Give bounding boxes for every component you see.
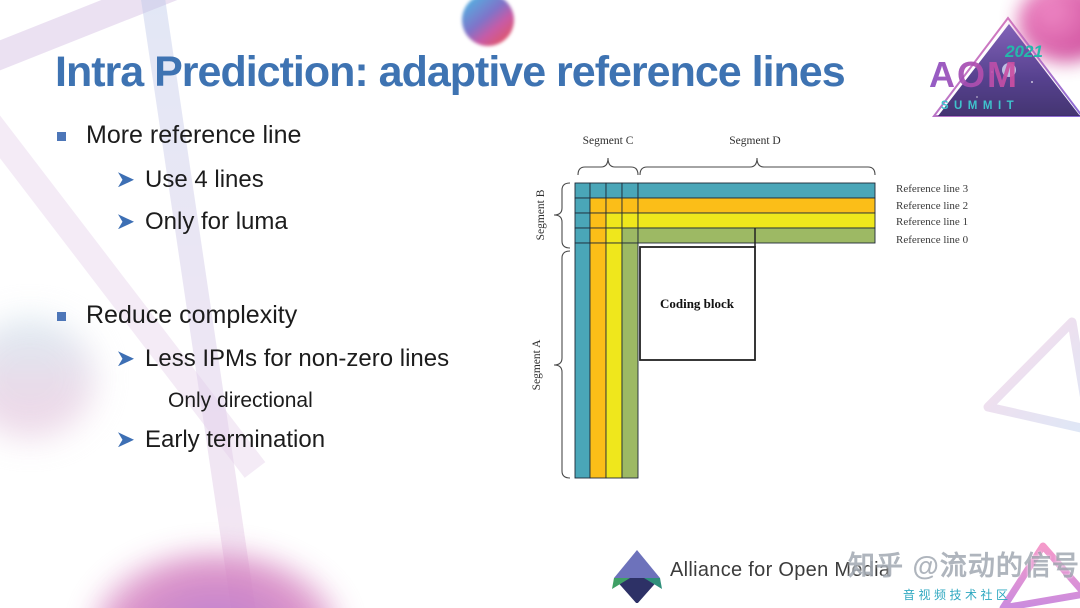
corner-grid [574, 182, 639, 244]
reference-line-0-row [637, 227, 876, 244]
bullet-use-4-lines: Use 4 lines [118, 166, 264, 194]
aomedia-label: Alliance for Open Media [670, 559, 891, 581]
arrow-bullet-icon [118, 432, 134, 448]
bullet-only-for-luma: Only for luma [118, 208, 288, 236]
watermark-tagline: 音视频技术社区 [903, 588, 1012, 602]
segment-d-label: Segment D [729, 135, 780, 147]
reference-line-3-label: Reference line 3 [896, 183, 969, 195]
slide-title: Intra Prediction: adaptive reference lin… [55, 48, 846, 96]
coding-block-label: Coding block [660, 296, 735, 311]
aomedia-logo [610, 547, 664, 603]
summit-letters: AOM [929, 54, 1019, 95]
bullet-early-termination: Early termination [118, 426, 325, 454]
bullet-only-directional: Only directional [168, 389, 313, 412]
arrow-bullet-icon [118, 172, 134, 188]
arrow-bullet-icon [118, 351, 134, 367]
reference-line-2-label: Reference line 2 [896, 200, 968, 212]
decor-blob-left [0, 318, 95, 438]
reference-line-1-label: Reference line 1 [896, 216, 968, 228]
bullet-less-ipms: Less IPMs for non-zero lines [118, 345, 449, 373]
square-bullet-icon [57, 131, 66, 141]
segment-a-brace [553, 250, 571, 479]
reference-line-3-column [574, 242, 591, 479]
square-bullet-icon [57, 311, 66, 321]
decor-triangle-bottom-right [999, 542, 1080, 608]
reference-line-1-column [605, 242, 623, 479]
arrow-bullet-icon [118, 214, 134, 230]
reference-line-1-row [637, 212, 876, 229]
aomedia-logo-bottom-face [614, 578, 660, 603]
aomedia-logo-top-face [614, 550, 660, 578]
aomedia-logo-left-wing [612, 578, 630, 589]
reference-line-2-row [637, 197, 876, 214]
bullet-more-reference-line: More reference line [57, 121, 301, 150]
reference-line-0-column [621, 242, 639, 479]
decor-gradient-circle [462, 0, 514, 46]
segment-d-brace [639, 157, 876, 176]
segment-b-label: Segment B [535, 189, 547, 240]
reference-line-0-label: Reference line 0 [896, 234, 969, 246]
aomedia-logo-right-wing [644, 578, 662, 589]
segment-c-brace [577, 157, 639, 176]
segment-a-label: Segment A [531, 339, 543, 390]
bullet-reduce-complexity: Reduce complexity [57, 301, 297, 330]
coding-block [639, 246, 756, 361]
decor-blob-bottom-left [88, 548, 343, 608]
segment-c-label: Segment C [583, 135, 634, 147]
reference-line-3-row [637, 182, 876, 199]
aom-summit-logo: 2021 AOM SUMMIT [922, 12, 1080, 120]
segment-b-brace [553, 182, 571, 249]
reference-line-2-column [589, 242, 607, 479]
reference-lines-diagram: Segment C Segment D Segment B Segment A … [531, 135, 969, 479]
summit-word: SUMMIT [941, 100, 1019, 112]
